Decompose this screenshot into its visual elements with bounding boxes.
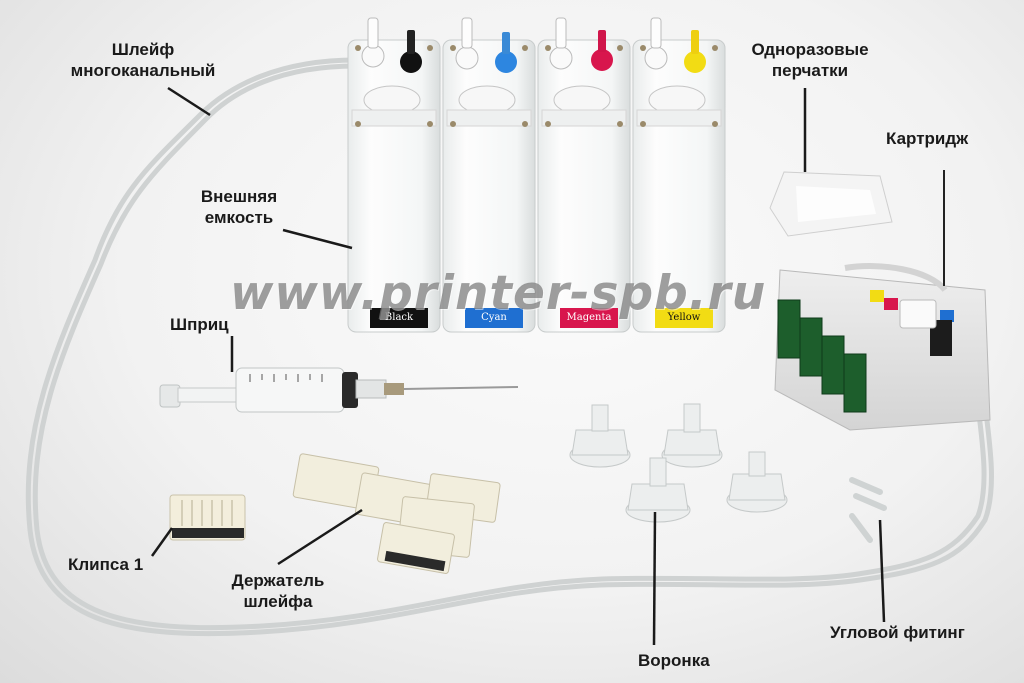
funnel-4: [726, 451, 788, 513]
label-syringe: Шприц: [170, 315, 229, 334]
tank-label-black: [370, 308, 428, 328]
cartridge-part: [774, 170, 991, 431]
tank-tag-yellow: Yellow: [667, 312, 701, 323]
funnel-3: [625, 457, 691, 523]
syringe: [159, 367, 519, 413]
tank-yellow: [632, 17, 726, 333]
label-external-tank: Внешняя емкость: [200, 187, 278, 227]
tank-label-yellow: [655, 308, 713, 328]
tube-loop: [25, 57, 994, 637]
leader-lines: [150, 86, 886, 646]
watermark: www.printer-spb.ru: [230, 266, 767, 321]
gloves-pack: [769, 171, 893, 237]
tank-label-cyan: [465, 308, 523, 328]
label-loop-holder: Держатель шлейфа: [231, 571, 325, 611]
ink-tanks: [347, 17, 726, 333]
angle-fittings: [849, 477, 887, 543]
funnels: [569, 403, 788, 523]
label-funnel: Воронка: [638, 651, 710, 670]
loop-holder-part: [292, 453, 501, 574]
label-angle-fitting: Угловой фитинг: [830, 623, 965, 642]
tank-black: [347, 17, 441, 333]
tank-tag-cyan: Cyan: [481, 312, 507, 323]
label-cartridge: Картридж: [886, 129, 969, 148]
clip-part: [169, 494, 246, 541]
tank-label-magenta: [560, 308, 618, 328]
funnel-2: [661, 403, 723, 468]
label-multi-channel-loop: Шлейф многоканальный: [70, 40, 216, 80]
tank-tag-magenta: Magenta: [566, 312, 612, 323]
label-gloves: Одноразовые перчатки: [751, 40, 869, 80]
label-clip: Клипса 1: [68, 555, 144, 574]
tank-tag-black: Black: [384, 312, 414, 323]
funnel-1: [569, 404, 631, 468]
tank-cyan: [442, 17, 536, 333]
tank-magenta: [537, 17, 631, 333]
